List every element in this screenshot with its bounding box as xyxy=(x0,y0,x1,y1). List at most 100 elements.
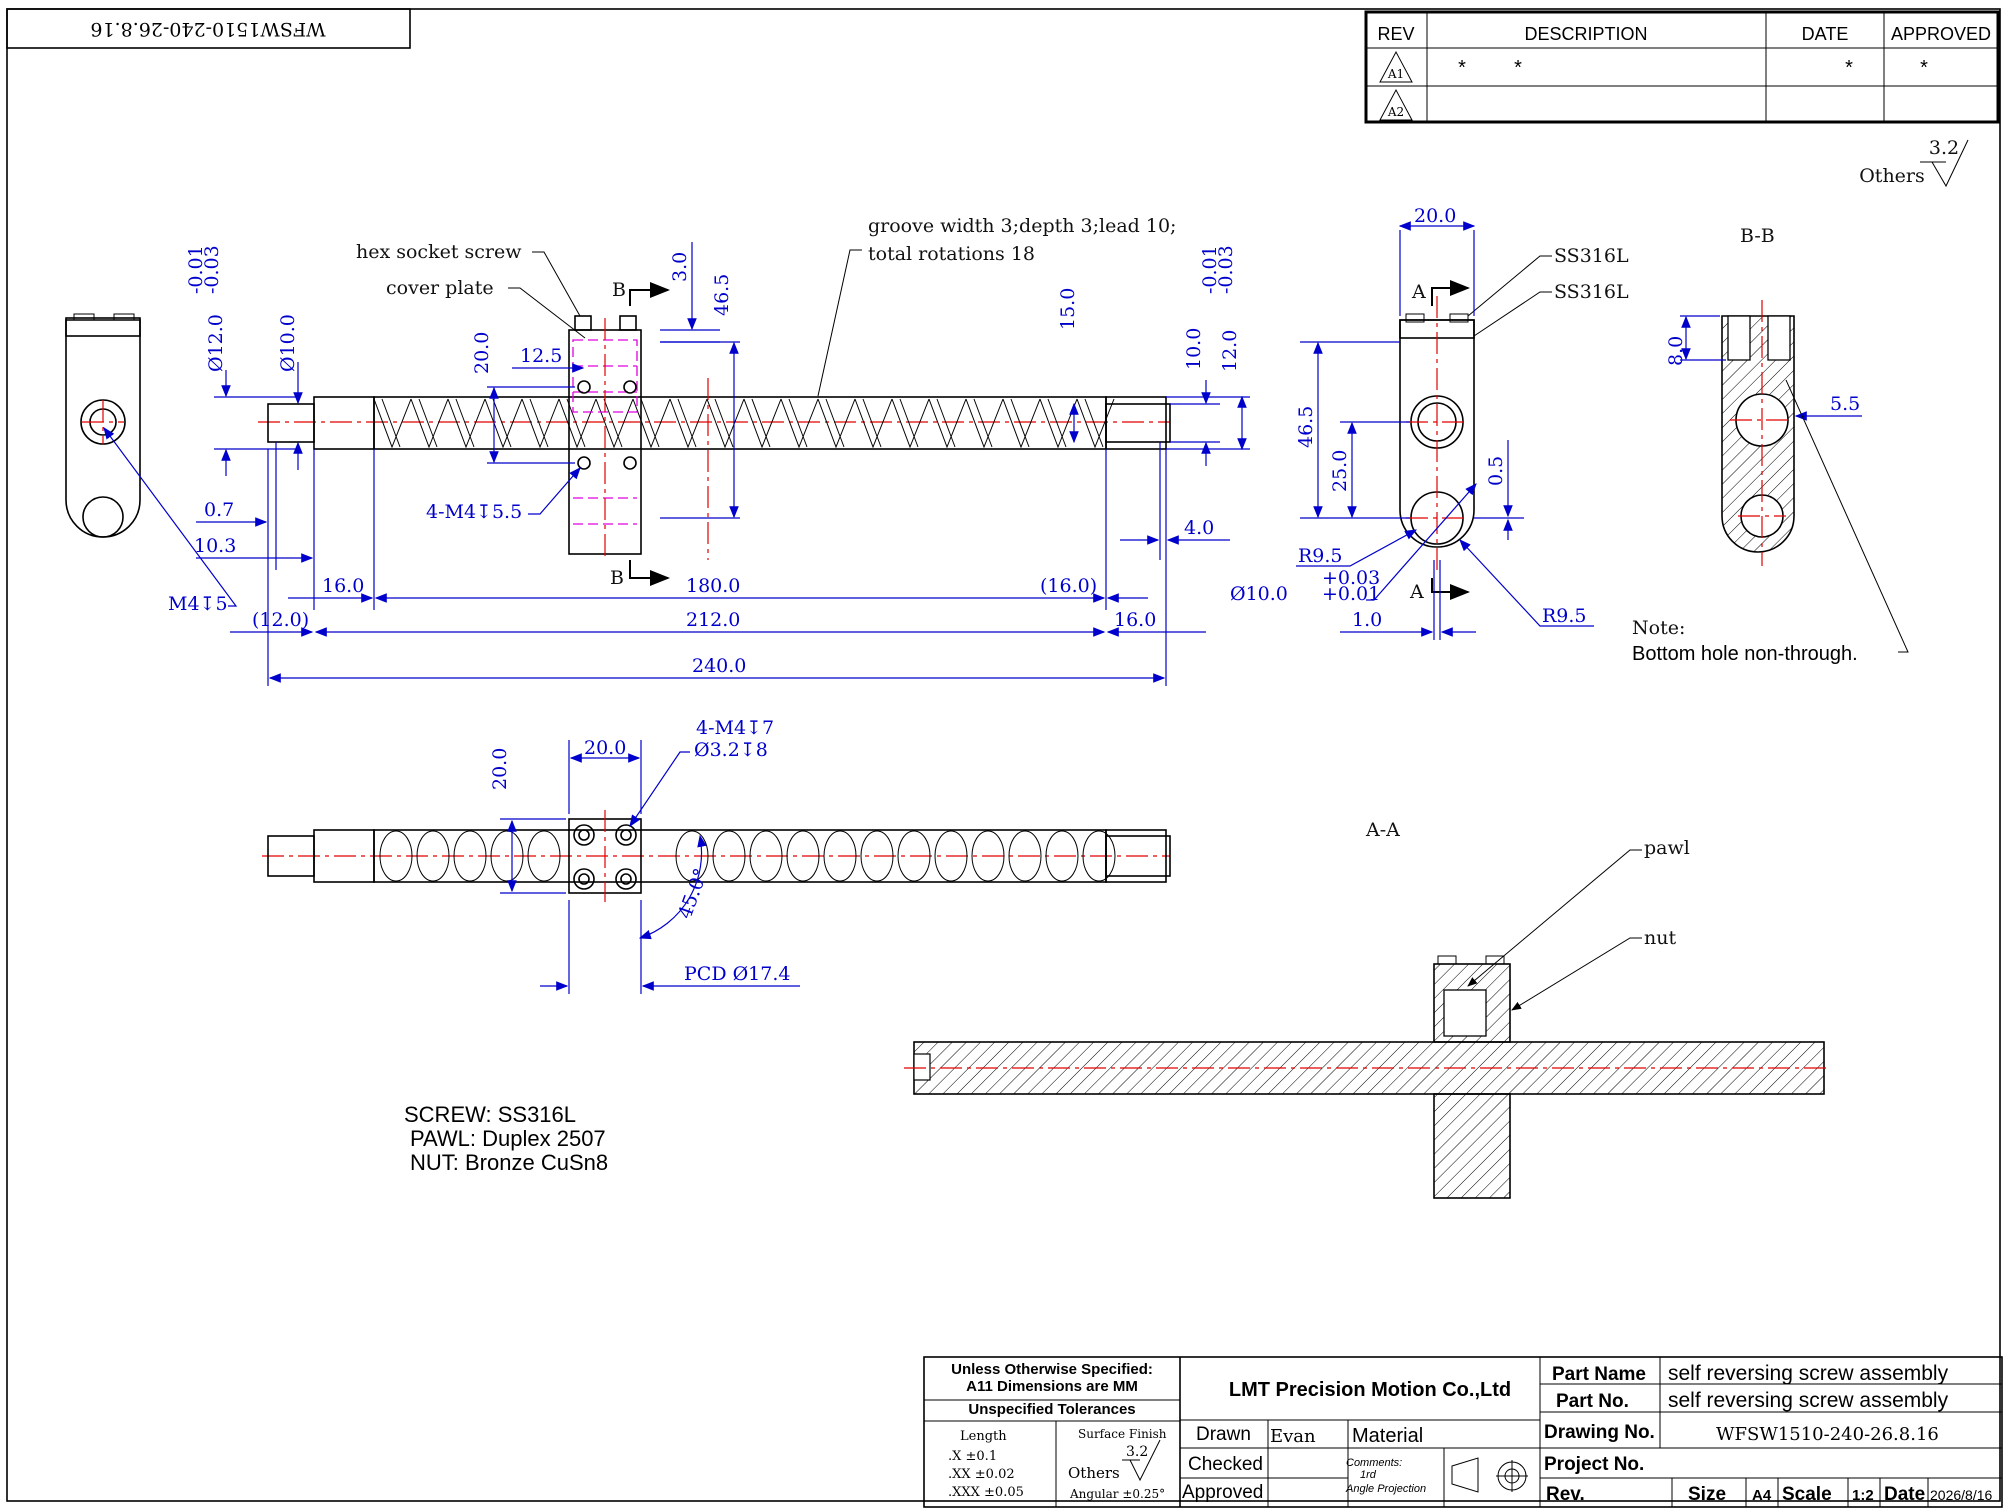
material-pawl: PAWL: Duplex 2507 xyxy=(410,1126,606,1151)
thread-groove xyxy=(632,398,671,449)
holes-top-label: 4-M4↧5.5 xyxy=(426,501,522,523)
material-screw: SCREW: SS316L xyxy=(404,1102,576,1127)
comments-label: Comments: xyxy=(1346,1457,1402,1469)
date-label: Date xyxy=(1884,1484,1925,1505)
thread-groove xyxy=(521,398,560,449)
thread-bead xyxy=(786,830,820,882)
thread-bead xyxy=(416,830,450,882)
material-nut: NUT: Bronze CuSn8 xyxy=(410,1150,608,1175)
dim-212: 212.0 xyxy=(686,609,740,631)
section-b-bottom: B xyxy=(610,567,624,589)
plan-dim-45: 45.0° xyxy=(674,865,712,921)
side-dimensions: 20.0 46.5 25.0 0.5 R9.5 Ø10.0 +0.03 +0.0… xyxy=(1230,205,1594,640)
projection-cone-icon xyxy=(1451,1457,1479,1493)
shaft-journal-left xyxy=(313,396,375,450)
side-dim-0-5: 0.5 xyxy=(1485,456,1507,486)
side-dim-20: 20.0 xyxy=(1414,205,1456,227)
material-label: Material xyxy=(1352,1425,1423,1447)
tol-x: .X ±0.1 xyxy=(948,1449,997,1464)
title-block: Unless Otherwise Specified: A11 Dimensio… xyxy=(923,1356,2003,1508)
dim-15: 15.0 xyxy=(1057,288,1079,330)
plan-pcd: PCD Ø17.4 xyxy=(684,963,790,985)
bb-title: B-B xyxy=(1740,225,1775,247)
aa-title: A-A xyxy=(1365,819,1400,841)
thread-groove xyxy=(788,398,808,448)
surface-finish-symbol: 3.2 Others xyxy=(1859,137,1969,188)
m4-label: M4↧5 xyxy=(168,593,228,615)
thread-groove xyxy=(595,398,634,449)
thread-groove xyxy=(558,398,597,449)
note-label: Note: xyxy=(1632,617,1685,639)
thread-bead xyxy=(971,830,1005,882)
thread-bead xyxy=(1008,830,1042,882)
dim-46-5: 46.5 xyxy=(711,274,733,316)
comments-line-3: Angle Projection xyxy=(1345,1483,1426,1495)
dim-0-7: 0.7 xyxy=(204,499,234,521)
thread-groove xyxy=(973,398,993,448)
project-no-label: Project No. xyxy=(1544,1454,1644,1475)
dim-12r-tol-up: -0.01 xyxy=(1199,245,1221,294)
hex-socket-screw-label: hex socket screw xyxy=(356,241,522,263)
thread-bead xyxy=(379,830,413,882)
thread-bead xyxy=(897,830,931,882)
thread-groove xyxy=(603,398,623,448)
drawing-no-label: Drawing No. xyxy=(1544,1422,1655,1443)
ss316l-label-1: SS316L xyxy=(1554,245,1629,267)
company-name: LMT Precision Motion Co.,Ltd xyxy=(1229,1379,1511,1401)
note-text: Bottom hole non-through. xyxy=(1632,643,1858,665)
thread-bead xyxy=(712,830,746,882)
thread-groove xyxy=(410,398,449,449)
thread-groove xyxy=(928,398,967,449)
mirror-number-box: WFSW1510-240-26.8.16 xyxy=(6,8,411,49)
drawing-no: WFSW1510-240-26.8.16 xyxy=(1716,1424,1939,1445)
front-dimensions: Ø12.0 -0.01 -0.03 Ø10.0 3.0 46.5 20.0 1 xyxy=(103,242,1250,686)
dim-10-3: 10.3 xyxy=(194,535,236,557)
thread-groove xyxy=(418,398,438,448)
side-dim-r9-5a: R9.5 xyxy=(1298,545,1343,567)
materials-list: SCREW: SS316L PAWL: Duplex 2507 NUT: Bro… xyxy=(404,1102,608,1175)
dim-240: 240.0 xyxy=(692,655,746,677)
dim-16a: 16.0 xyxy=(322,575,364,597)
part-name-label: Part Name xyxy=(1552,1364,1646,1385)
bb-dim-8: 8.0 xyxy=(1665,336,1687,366)
rev-a1-date: * xyxy=(1845,57,1853,79)
plan-dim-20v: 20.0 xyxy=(489,748,511,790)
thread-groove xyxy=(1039,398,1078,449)
front-view: B B hex socket screw cover plate groove … xyxy=(65,215,1250,686)
dim-12r: 12.0 xyxy=(1219,330,1241,372)
approved-header: APPROVED xyxy=(1891,24,1991,44)
side-view: A A SS316L SS316L 20.0 46.5 25.0 0.5 R9.… xyxy=(1230,205,1629,640)
rev-a2: A2 xyxy=(1387,105,1404,119)
scale-label: Scale xyxy=(1782,1484,1832,1505)
threaded-section xyxy=(373,396,1107,450)
spec-line-3: Unspecified Tolerances xyxy=(968,1401,1135,1418)
dim-d10: Ø10.0 xyxy=(277,314,299,372)
rev-header: REV xyxy=(1377,24,1414,44)
thread-groove xyxy=(373,398,412,449)
thread-bead xyxy=(934,830,968,882)
groove-label: groove width 3;depth 3;lead 10; xyxy=(868,215,1176,237)
rev-a1-desc2: * xyxy=(1514,57,1522,79)
thread-bead xyxy=(749,830,783,882)
dim-180: 180.0 xyxy=(686,575,740,597)
section-aa: A-A pawl nut xyxy=(904,819,1830,1199)
dim-16b: (16.0) xyxy=(1040,575,1097,597)
size-label: Size xyxy=(1688,1484,1726,1505)
ss316l-label-2: SS316L xyxy=(1554,281,1629,303)
dim-d12: Ø12.0 xyxy=(205,314,227,372)
rev-a1-desc1: * xyxy=(1458,57,1466,79)
tol-xxx: .XXX ±0.05 xyxy=(948,1485,1024,1500)
date-value: 2026/8/16 xyxy=(1930,1487,1992,1503)
thread-groove xyxy=(381,398,401,448)
thread-bead xyxy=(823,830,857,882)
dim-12r-tol-dn: -0.03 xyxy=(1215,245,1237,294)
plan-dim-20h: 20.0 xyxy=(584,737,626,759)
thread-groove xyxy=(1010,398,1030,448)
dim-12-5: 12.5 xyxy=(520,345,562,367)
thread-groove xyxy=(751,398,771,448)
drawn-label: Drawn xyxy=(1196,1424,1251,1445)
thread-grooves xyxy=(373,398,1115,449)
plan-holes-1: 4-M4↧7 xyxy=(696,717,774,739)
thread-groove xyxy=(484,398,523,449)
